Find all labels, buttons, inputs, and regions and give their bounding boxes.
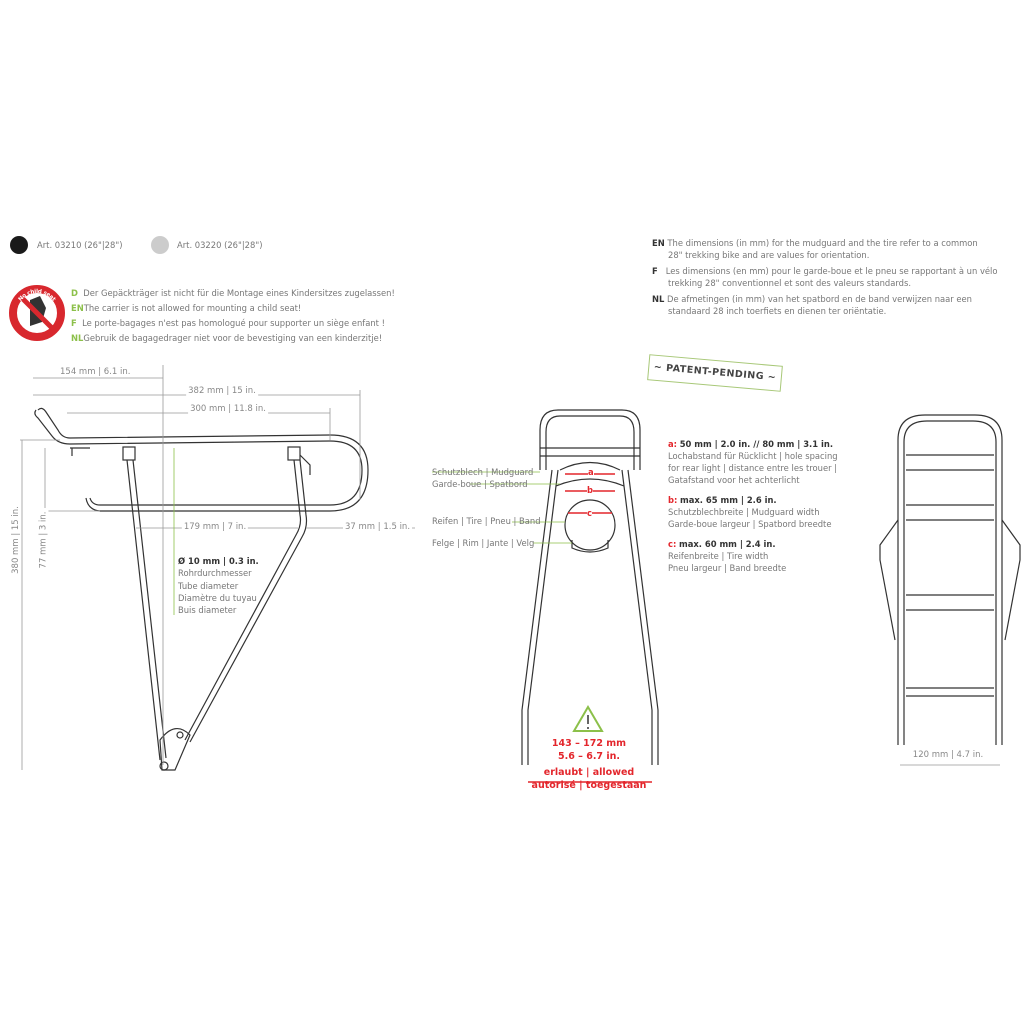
- warning-line-nl: NLGebruik de bagagedrager niet voor de b…: [71, 333, 383, 343]
- spec-c: c: max. 60 mm | 2.4 in.Reifenbreite | Ti…: [668, 539, 787, 573]
- top-view-drawing: [879, 414, 1021, 766]
- label-tire: Reifen | Tire | Pneu | Band: [432, 516, 541, 526]
- dim-top-width: 120 mm | 4.7 in.: [910, 750, 986, 760]
- dim-77: 77 mm | 3 in.: [38, 509, 49, 571]
- marker-b: b: [587, 484, 593, 496]
- dim-154: 154 mm | 6.1 in.: [58, 367, 133, 377]
- swatch-black: [10, 236, 28, 254]
- spec-a: a: 50 mm | 2.0 in. // 80 mm | 3.1 in.Loc…: [668, 439, 838, 485]
- warning-triangle-icon: [572, 705, 604, 732]
- marker-c: c: [587, 507, 592, 519]
- allowed-range-in: 5.6 – 6.7 in.: [558, 751, 620, 762]
- dim-179: 179 mm | 7 in.: [181, 522, 249, 532]
- dim-380: 380 mm | 15 in.: [10, 504, 21, 576]
- allowed-range-mm: 143 – 172 mm: [551, 738, 627, 749]
- spec-b: b: max. 65 mm | 2.6 in.Schutzblechbreite…: [668, 495, 832, 529]
- allowed-label-2: autorisé | toegestaan: [531, 780, 647, 791]
- dim-382: 382 mm | 15 in.: [186, 386, 258, 396]
- dim-300: 300 mm | 11.8 in.: [188, 404, 268, 414]
- warning-line-f: F Le porte-bagages n'est pas homologué p…: [71, 318, 385, 328]
- allowed-label-1: erlaubt | allowed: [543, 767, 635, 778]
- warning-line-d: D Der Gepäckträger ist nicht für die Mon…: [71, 288, 395, 298]
- note-f: F Les dimensions (en mm) pour le garde-b…: [652, 266, 998, 288]
- article-label: Art. 03220 (26"|28"): [177, 240, 263, 250]
- marker-a: a: [588, 466, 594, 478]
- swatch-grey: [151, 236, 169, 254]
- note-nl: NL De afmetingen (in mm) van het spatbor…: [652, 294, 972, 316]
- dim-37: 37 mm | 1.5 in.: [343, 522, 413, 532]
- label-rim: Felge | Rim | Jante | Velg: [432, 538, 535, 548]
- note-en: EN The dimensions (in mm) for the mudgua…: [652, 238, 978, 260]
- warning-line-en: ENThe carrier is not allowed for mountin…: [71, 303, 302, 313]
- article-label: Art. 03210 (26"|28"): [37, 240, 123, 250]
